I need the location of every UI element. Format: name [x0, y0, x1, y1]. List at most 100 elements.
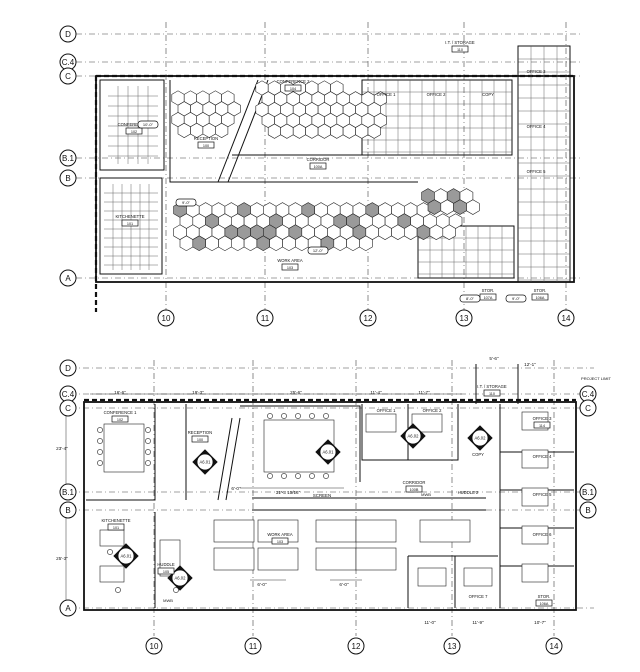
dimension-left-lower: 25'-3" [56, 556, 68, 561]
dimension-bot-c: 11'-0" [424, 620, 436, 625]
right-offices-ceiling [361, 45, 571, 283]
floor-room-name: OFFICE 1 [377, 408, 397, 413]
floor-room-name: I.T. / STORAGE [477, 384, 507, 389]
ceiling-room-name: STOR. [482, 288, 495, 293]
dimension-reception-dim: 6'-0" [231, 486, 241, 491]
ceiling-room-name: COPY [482, 92, 494, 97]
grid-bubble-col-label: 11 [261, 314, 270, 323]
grid-bubble-row-label: C.4 [62, 58, 75, 67]
kitchenette-ceiling-tiles [99, 177, 163, 275]
floor-room-number: 100B [410, 488, 419, 492]
grid-bubble-row-label: B [65, 174, 70, 183]
floor-room-name: KITCHENETTE [101, 518, 130, 523]
ceiling-room-name: WORK AREA [277, 258, 303, 263]
dimension-top-center: 25'-6" [290, 390, 302, 395]
grid-bubble-col-label: 14 [562, 314, 571, 323]
dimension-top-r1: 11'-4" [370, 390, 382, 395]
floor-room-name: OFFICE 4 [533, 454, 553, 459]
ceiling-room-number: 110 [457, 48, 463, 52]
dimension-bot-d: 11'-9" [472, 620, 484, 625]
grid-bubble-row [59, 399, 77, 417]
floor-room-name: HUDDLE 2 [458, 490, 479, 495]
grid-bubble-col [145, 637, 163, 655]
floor-room-name: OFFICE 6 [533, 532, 553, 537]
grid-bubble-col [244, 637, 262, 655]
floor-room-number: 100 [197, 438, 203, 442]
floor-room-name: COPY [472, 452, 484, 457]
grid-bubble-row-label: C.4 [582, 390, 595, 399]
ceiling-room-number: 103 [287, 266, 293, 270]
grid-bubble-col [455, 309, 473, 327]
ceiling-room-name: CONFERENCE 2 [277, 79, 310, 84]
floor-room-name: CONFERENCE 1 [104, 410, 137, 415]
grid-bubble-col-label: 10 [150, 642, 159, 651]
floor-outer-wall [83, 401, 577, 611]
grid-bubble-col [443, 637, 461, 655]
floor-room-name: OFFICE 2 [423, 408, 443, 413]
grid-bubble-row-label: D [65, 364, 71, 373]
dimension-bot-b: 6'-0" [339, 582, 349, 587]
dimension-top-left: 16'-6" [114, 390, 126, 395]
grid-bubble-col-label: 14 [550, 642, 559, 651]
dimension-top-mid: 19'-3" [192, 390, 204, 395]
grid-bubble-row [59, 67, 77, 85]
ceiling-height-tag: 10'-0" [143, 122, 154, 127]
ceiling-room-name: OFFICE 5 [527, 169, 547, 174]
floor-room-number: 102 [117, 418, 123, 422]
grid-bubble-row-label: A [65, 274, 71, 283]
ceiling-room-name: RECEPTION [194, 136, 218, 141]
dimension-bot-a: 6'-0" [257, 582, 267, 587]
floor-room-number: 114 [539, 424, 545, 428]
floor-room-name: HUDDLE [157, 562, 174, 567]
screen-label: SCREEN [313, 493, 331, 498]
grid-bubble-row-label: B.1 [62, 154, 75, 163]
floor-room-number: 103 [277, 540, 283, 544]
ceiling-room-number: 100 [203, 144, 209, 148]
grid-bubble-row-label: C.4 [62, 390, 75, 399]
elevation-tag-label: A6.01 [121, 554, 133, 559]
floor-interior-walls [86, 364, 574, 608]
elevation-tag-label: A6.01 [323, 450, 335, 455]
grid-bubble-row [59, 169, 77, 187]
grid-bubble-row [59, 25, 77, 43]
diagonal-wall [227, 79, 269, 183]
mwb-label: MWB [421, 492, 431, 497]
grid-bubble-row-label: A [65, 604, 71, 613]
ceiling-room-name: OFFICE 3 [527, 69, 547, 74]
grid-bubble-row-label: B.1 [62, 488, 75, 497]
grid-bubble-row-label: C [65, 404, 71, 413]
ceiling-room-name: I.T. / STORAGE [445, 40, 475, 45]
floor-room-name: OFFICE 7 [469, 594, 489, 599]
grid-bubble-row [59, 359, 77, 377]
mwb-label: MWB [163, 598, 173, 603]
ceiling-room-name: OFFICE 1 [377, 92, 397, 97]
grid-bubble-row [59, 501, 77, 519]
grid-bubble-row-label: C [585, 404, 591, 413]
dimension-top-r3: 5'-6" [489, 356, 499, 361]
elevation-tag-label: A6.02 [475, 436, 487, 441]
grid-bubble-col-label: 11 [249, 642, 258, 651]
grid-bubble-row [59, 483, 77, 501]
ceiling-room-number: 106A [536, 296, 545, 300]
floor-room-name: STOR. [538, 594, 551, 599]
ceiling-outer-wall [95, 75, 575, 283]
dimension-top-r4: 12'-1" [524, 362, 536, 367]
hex-ceiling-clouds [171, 80, 480, 252]
dimension-bot-e: 10'-7" [534, 620, 546, 625]
floor-room-number: 105 [163, 570, 169, 574]
grid-bubble-col-label: 13 [460, 314, 469, 323]
ceiling-room-name: CORRIDOR [307, 157, 330, 162]
grid-bubble-row-label: B [65, 506, 70, 515]
grid-bubble-row-label: C [65, 72, 71, 81]
floor-room-name: RECEPTION [188, 430, 212, 435]
ceiling-room-name: OFFICE 4 [527, 124, 547, 129]
ceiling-plan: CONFERENCE 1102KITCHENETTE101RECEPTION10… [76, 22, 580, 312]
grid-bubble-row [59, 599, 77, 617]
grid-bubble-row-label: B.1 [582, 488, 595, 497]
grid-bubble-col [157, 309, 175, 327]
grid-bubble-row [579, 399, 597, 417]
grid-bubble-col [557, 309, 575, 327]
